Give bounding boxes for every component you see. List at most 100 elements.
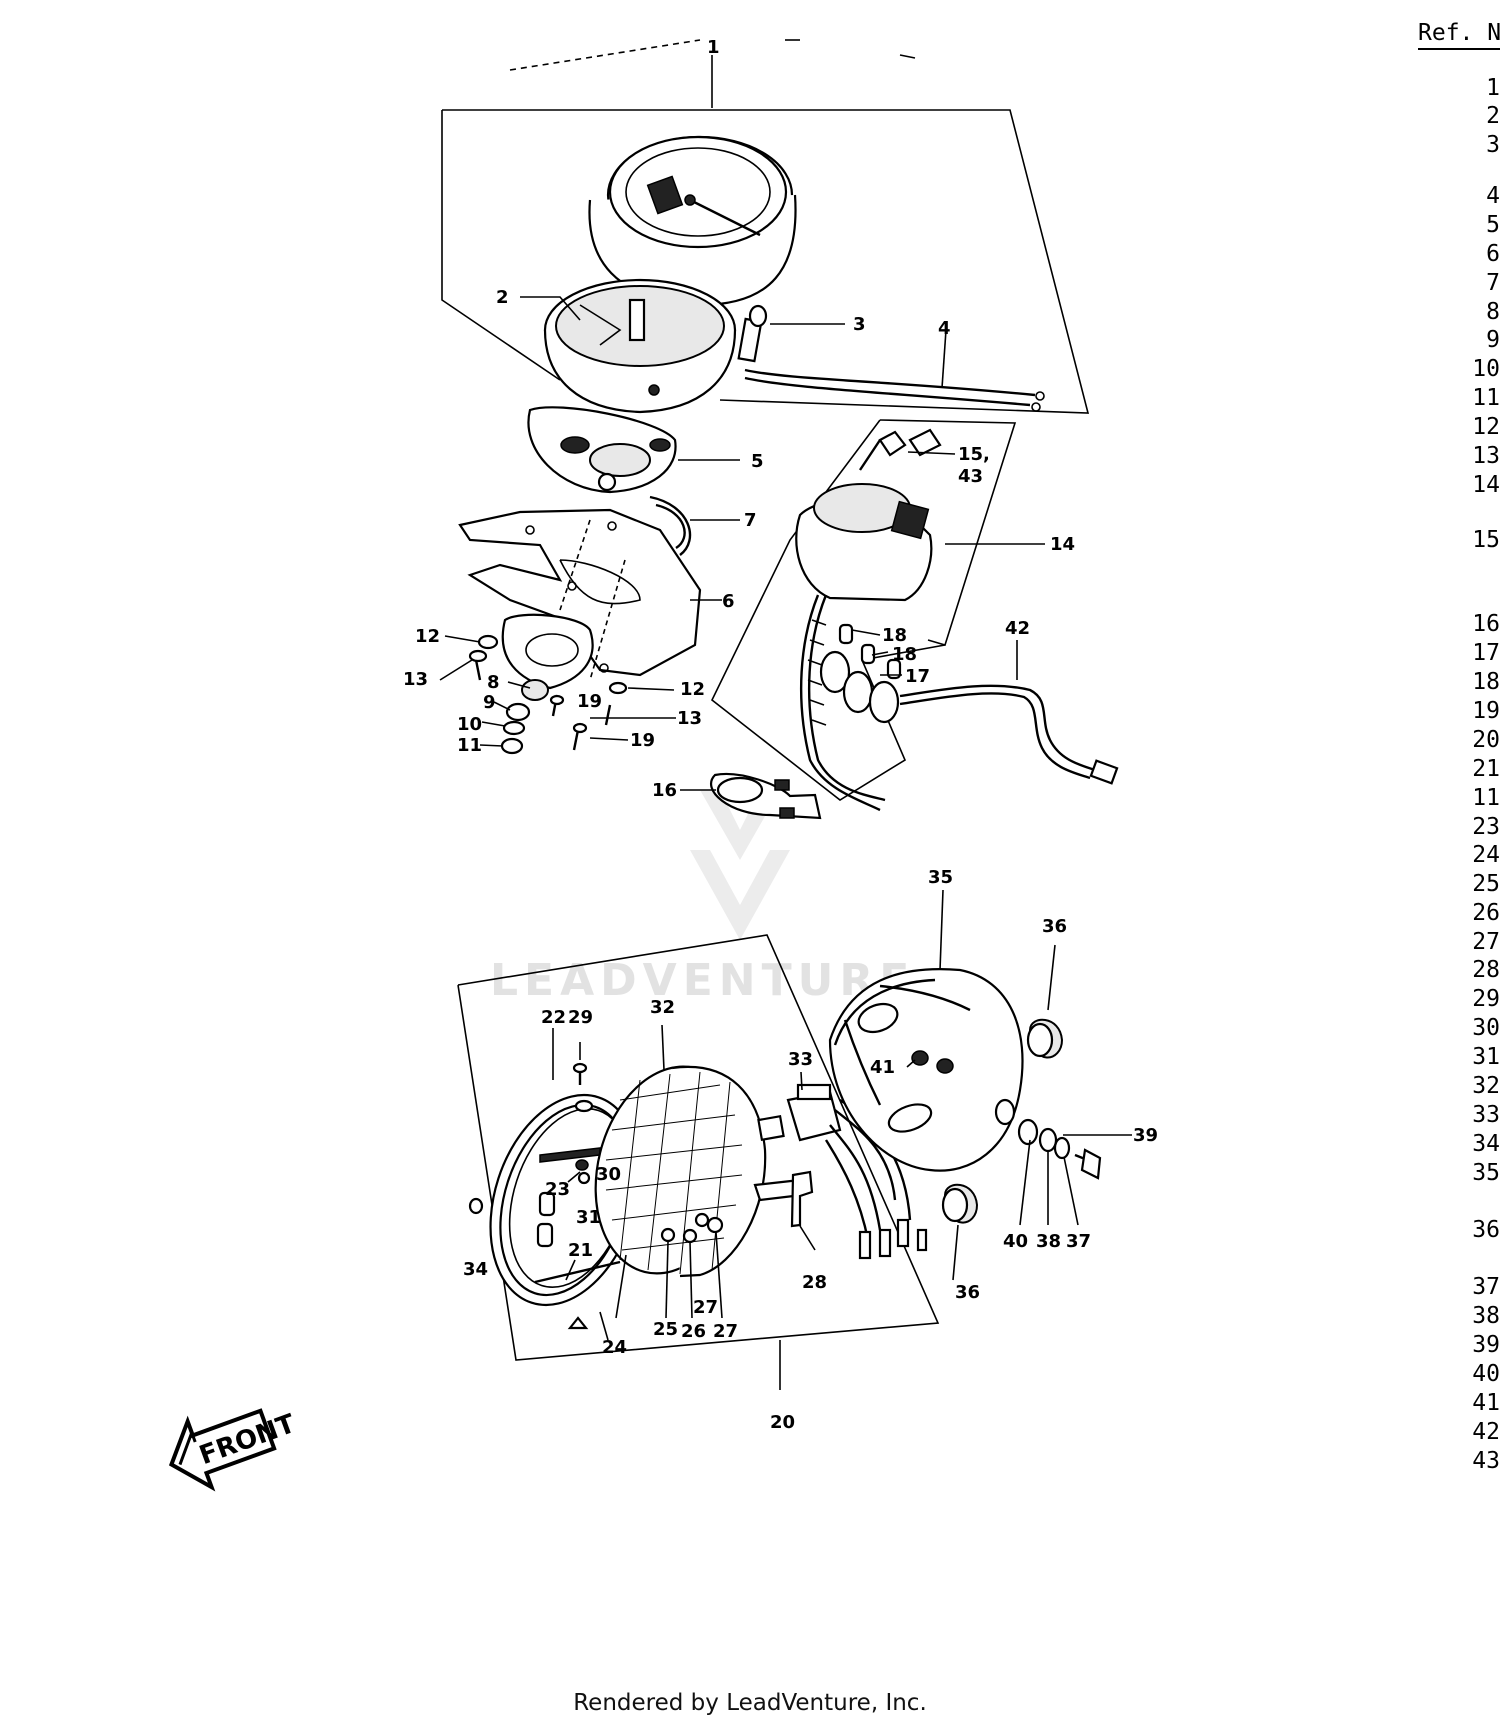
callout-7: 7 <box>744 510 757 531</box>
callout-34: 34 <box>463 1259 488 1280</box>
callout-24: 24 <box>602 1337 627 1358</box>
callout-37: 37 <box>1066 1231 1091 1252</box>
leader-lines <box>439 296 1132 1341</box>
callout-18-mid: 18 <box>892 644 917 665</box>
ref-number-item: 14 <box>1472 472 1500 498</box>
callout-38: 38 <box>1036 1231 1061 1252</box>
ref-number-item: 12 <box>1472 414 1500 440</box>
ref-number-item: 5 <box>1486 212 1500 238</box>
callout-20: 20 <box>770 1412 795 1433</box>
ref-number-item: 40 <box>1472 1361 1500 1387</box>
ref-number-item: 29 <box>1472 986 1500 1012</box>
ref-column-header: Ref. N <box>1418 20 1500 50</box>
callout-28: 28 <box>802 1272 827 1293</box>
callout-8: 8 <box>487 672 500 693</box>
ref-number-item: 19 <box>1472 698 1500 724</box>
watermark-text: LEADVENTURE <box>490 955 915 1006</box>
callout-1: 1 <box>707 37 720 58</box>
callout-5: 5 <box>751 451 764 472</box>
ref-number-item: 1 <box>1486 75 1500 101</box>
ref-number-item: 16 <box>1472 611 1500 637</box>
ref-number-item: 31 <box>1472 1044 1500 1070</box>
ref-number-item: 24 <box>1472 842 1500 868</box>
callout-36-bottom: 36 <box>955 1282 980 1303</box>
callout-labels: 1 2 3 4 5 6 7 8 9 10 11 12 12 13 13 14 1… <box>403 37 1158 1433</box>
callout-42: 42 <box>1005 618 1030 639</box>
callout-4: 4 <box>938 318 951 339</box>
callout-25: 25 <box>653 1319 678 1340</box>
ref-number-item: 41 <box>1472 1390 1500 1416</box>
ref-number-item: 36 <box>1472 1217 1500 1243</box>
ref-number-item: 4 <box>1486 183 1500 209</box>
ref-number-item: 32 <box>1472 1073 1500 1099</box>
meter-assembly <box>441 39 1119 820</box>
ref-number-item: 20 <box>1472 727 1500 753</box>
callout-43: 43 <box>958 466 983 487</box>
callout-3: 3 <box>853 314 866 335</box>
ref-number-item: 25 <box>1472 871 1500 897</box>
callout-11: 11 <box>457 735 482 756</box>
footer-credit: Rendered by LeadVenture, Inc. <box>573 1690 927 1716</box>
callout-30: 30 <box>596 1164 621 1185</box>
ref-number-item: 7 <box>1486 270 1500 296</box>
ref-number-item: 34 <box>1472 1131 1500 1157</box>
callout-31: 31 <box>576 1207 601 1228</box>
ref-number-item: 33 <box>1472 1102 1500 1128</box>
callout-9: 9 <box>483 692 496 713</box>
callout-2: 2 <box>496 287 509 308</box>
callout-12-left: 12 <box>415 626 440 647</box>
callout-10: 10 <box>457 714 482 735</box>
callout-13-left: 13 <box>403 669 428 690</box>
callout-13-right: 13 <box>677 708 702 729</box>
headlight-assembly <box>457 934 1102 1390</box>
callout-6: 6 <box>722 591 735 612</box>
ref-number-item: 27 <box>1472 929 1500 955</box>
callout-15: 15, <box>958 444 990 465</box>
ref-number-item: 11 <box>1472 785 1500 811</box>
ref-number-item: 11 <box>1472 385 1500 411</box>
callout-36-top: 36 <box>1042 916 1067 937</box>
ref-number-item: 28 <box>1472 957 1500 983</box>
ref-number-item: 37 <box>1472 1274 1500 1300</box>
ref-number-item: 35 <box>1472 1160 1500 1186</box>
callout-26: 26 <box>681 1321 706 1342</box>
callout-35: 35 <box>928 867 953 888</box>
callout-23: 23 <box>545 1179 570 1200</box>
callout-17: 17 <box>905 666 930 687</box>
callout-41: 41 <box>870 1057 895 1078</box>
ref-number-item: 43 <box>1472 1448 1500 1474</box>
front-arrow: FRONT <box>168 1408 299 1492</box>
callout-19-lower: 19 <box>630 730 655 751</box>
ref-number-item: 18 <box>1472 669 1500 695</box>
callout-32: 32 <box>650 997 675 1018</box>
ref-number-item: 9 <box>1486 327 1500 353</box>
callout-27-upper: 27 <box>693 1297 718 1318</box>
callout-33: 33 <box>788 1049 813 1070</box>
callout-39: 39 <box>1133 1125 1158 1146</box>
ref-number-item: 26 <box>1472 900 1500 926</box>
ref-number-item: 15 <box>1472 527 1500 553</box>
ref-number-item: 17 <box>1472 640 1500 666</box>
callout-27-lower: 27 <box>713 1321 738 1342</box>
watermark: LEADVENTURE <box>490 790 915 1006</box>
ref-number-item: 23 <box>1472 814 1500 840</box>
callout-21: 21 <box>568 1240 593 1261</box>
callout-18-top: 18 <box>882 625 907 646</box>
ref-number-item: 21 <box>1472 756 1500 782</box>
callout-22: 22 <box>541 1007 566 1028</box>
ref-number-item: 13 <box>1472 443 1500 469</box>
callout-40: 40 <box>1003 1231 1028 1252</box>
ref-number-item: 30 <box>1472 1015 1500 1041</box>
callout-12-right: 12 <box>680 679 705 700</box>
callout-29: 29 <box>568 1007 593 1028</box>
ref-number-item: 8 <box>1486 299 1500 325</box>
ref-number-item: 10 <box>1472 356 1500 382</box>
ref-number-item: 39 <box>1472 1332 1500 1358</box>
ref-number-item: 6 <box>1486 241 1500 267</box>
callout-16: 16 <box>652 780 677 801</box>
ref-number-item: 42 <box>1472 1419 1500 1445</box>
callout-19-upper: 19 <box>577 691 602 712</box>
ref-number-item: 2 <box>1486 103 1500 129</box>
callout-14: 14 <box>1050 534 1075 555</box>
